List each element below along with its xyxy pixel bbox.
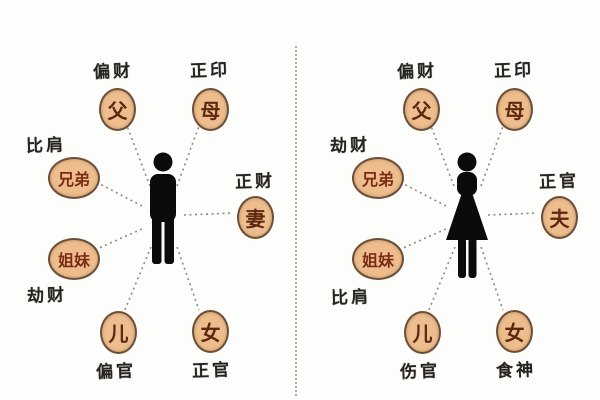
panel-divider	[295, 46, 297, 396]
kin-circle-brothers: 兄弟	[48, 157, 100, 199]
kin-circle-wife: 妻	[237, 196, 274, 239]
god-label: 食神	[495, 360, 537, 382]
god-label: 比肩	[330, 287, 372, 309]
god-label: 偏官	[95, 361, 137, 383]
god-label: 正印	[493, 60, 535, 82]
kin-circle-daughter: 女	[192, 310, 229, 353]
man-silhouette-icon	[150, 152, 176, 264]
god-label: 比肩	[25, 135, 67, 157]
god-label: 正财	[234, 171, 276, 193]
kin-circle-sisters: 姐妹	[48, 238, 100, 280]
kin-circle-father: 父	[99, 88, 136, 131]
female-chart-panel: 偏财 父 正印 母 劫财 兄弟 正官 夫 比肩 姐妹 伤官 儿 食神 女	[304, 0, 600, 400]
kin-circle-son: 儿	[404, 311, 441, 354]
male-connector-lines	[97, 125, 234, 313]
female-connector-lines	[401, 125, 538, 313]
god-label: 劫财	[329, 135, 371, 157]
god-label: 劫财	[26, 285, 68, 307]
god-label: 正官	[538, 171, 580, 193]
kin-circle-father: 父	[403, 88, 440, 131]
god-label: 偏财	[92, 61, 134, 83]
male-chart-panel: 偏财 父 正印 母 比肩 兄弟 正财 妻 劫财 姐妹 偏官 儿 正官 女	[0, 0, 296, 400]
kin-circle-son: 儿	[100, 311, 137, 354]
kin-circle-brothers: 兄弟	[352, 157, 404, 199]
god-label: 正印	[189, 60, 231, 82]
kin-circle-daughter: 女	[496, 310, 533, 353]
kin-circle-sisters: 姐妹	[352, 238, 404, 280]
woman-silhouette-icon	[446, 152, 488, 278]
god-label: 偏财	[396, 61, 438, 83]
kin-circle-mother: 母	[192, 88, 229, 131]
kin-circle-husband: 夫	[541, 196, 578, 239]
god-label: 正官	[191, 360, 233, 382]
kin-circle-mother: 母	[496, 88, 533, 131]
god-label: 伤官	[399, 361, 441, 383]
